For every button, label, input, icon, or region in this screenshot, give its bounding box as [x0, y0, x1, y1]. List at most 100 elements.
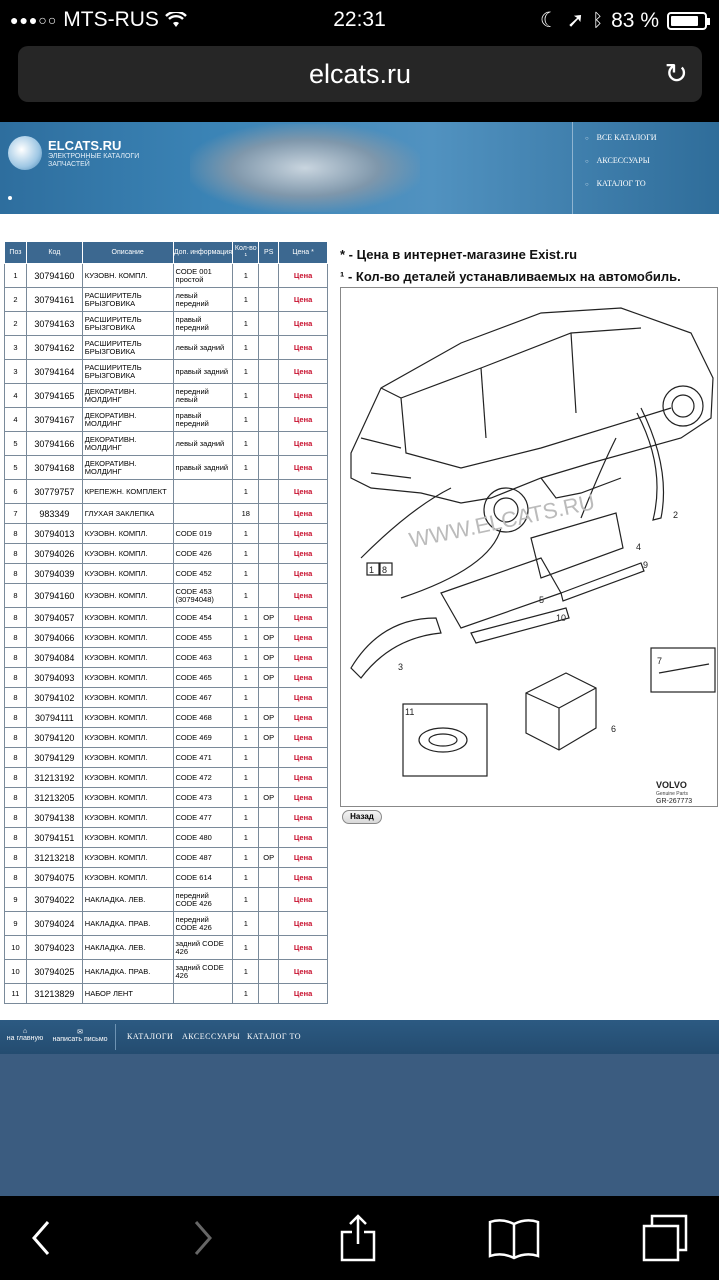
table-cell: 1	[232, 287, 260, 312]
bluetooth-icon: ᛒ	[592, 10, 604, 30]
price-link[interactable]: Цена	[278, 335, 328, 360]
table-cell	[258, 359, 280, 384]
price-link[interactable]: Цена	[278, 479, 328, 504]
price-link[interactable]: Цена	[278, 959, 328, 984]
share-icon[interactable]	[328, 1210, 388, 1266]
wifi-icon	[165, 12, 187, 27]
site-logo[interactable]: ELCATS.RU	[48, 138, 122, 153]
price-link[interactable]: Цена	[278, 707, 328, 728]
table-cell: левый передний	[172, 287, 234, 312]
price-link[interactable]: Цена	[278, 983, 328, 1004]
table-cell	[258, 335, 280, 360]
table-cell: 1	[232, 479, 260, 504]
menu-accessories[interactable]: АКСЕССУАРЫ	[573, 151, 719, 170]
price-link[interactable]: Цена	[278, 523, 328, 544]
table-cell: РАСШИРИТЕЛЬ БРЫЗГОВИКА	[81, 311, 174, 336]
price-link[interactable]: Цена	[278, 563, 328, 584]
price-link[interactable]: Цена	[278, 687, 328, 708]
price-link[interactable]: Цена	[278, 827, 328, 848]
forward-chevron-icon[interactable]	[172, 1210, 232, 1266]
column-header: Поз	[4, 241, 27, 264]
back-chevron-icon[interactable]	[12, 1210, 72, 1266]
table-cell: 1	[232, 407, 260, 432]
globe-logo-icon	[8, 136, 42, 170]
table-cell: КУЗОВН. КОМПЛ.	[81, 787, 174, 808]
table-cell: 30794075	[25, 867, 83, 888]
table-cell: 1	[232, 335, 260, 360]
price-link[interactable]: Цена	[278, 787, 328, 808]
reload-icon[interactable]: ↻	[664, 58, 688, 89]
table-cell: 30794164	[25, 359, 83, 384]
table-cell	[172, 503, 234, 524]
url-text: elcats.ru	[308, 59, 412, 89]
price-link[interactable]: Цена	[278, 503, 328, 524]
table-cell: 30794111	[25, 707, 83, 728]
price-link[interactable]: Цена	[278, 887, 328, 912]
table-cell: 1	[232, 647, 260, 668]
table-cell: КУЗОВН. КОМПЛ.	[81, 847, 174, 868]
table-cell: 5	[4, 431, 27, 456]
address-bar[interactable]: elcats.ru ↻	[18, 46, 702, 102]
price-link[interactable]: Цена	[278, 431, 328, 456]
menu-service-catalog[interactable]: КАТАЛОГ ТО	[573, 174, 719, 193]
price-link[interactable]: Цена	[278, 455, 328, 480]
footer-link-service[interactable]: КАТАЛОГ ТО	[247, 1032, 302, 1041]
back-button[interactable]: Назад	[342, 810, 382, 824]
table-cell: OP	[258, 787, 280, 808]
price-link[interactable]: Цена	[278, 667, 328, 688]
table-cell: CODE 019	[172, 523, 234, 544]
price-link[interactable]: Цена	[278, 627, 328, 648]
price-link[interactable]: Цена	[278, 311, 328, 336]
price-link[interactable]: Цена	[278, 935, 328, 960]
callout-10: 10	[556, 613, 566, 623]
price-link[interactable]: Цена	[278, 607, 328, 628]
table-cell	[258, 687, 280, 708]
price-link[interactable]: Цена	[278, 911, 328, 936]
price-link[interactable]: Цена	[278, 287, 328, 312]
table-cell: OP	[258, 707, 280, 728]
table-cell: 8	[4, 847, 27, 868]
table-cell	[258, 543, 280, 564]
price-link[interactable]: Цена	[278, 543, 328, 564]
price-link[interactable]: Цена	[278, 647, 328, 668]
table-cell: 1	[232, 263, 260, 288]
price-link[interactable]: Цена	[278, 807, 328, 828]
price-link[interactable]: Цена	[278, 407, 328, 432]
footer-mail[interactable]: ✉написать письмо	[50, 1028, 110, 1043]
table-cell	[258, 959, 280, 984]
table-cell: правый передний	[172, 311, 234, 336]
table-cell: задний CODE 426	[172, 959, 234, 984]
footer-link-accessories[interactable]: АКСЕССУАРЫ	[182, 1032, 241, 1041]
price-link[interactable]: Цена	[278, 847, 328, 868]
table-cell: 30794151	[25, 827, 83, 848]
table-cell	[258, 767, 280, 788]
table-cell: CODE 001 простой	[172, 263, 234, 288]
price-link[interactable]: Цена	[278, 359, 328, 384]
table-cell: 1	[232, 887, 260, 912]
price-link[interactable]: Цена	[278, 867, 328, 888]
menu-all-catalogs[interactable]: ВСЕ КАТАЛОГИ	[573, 128, 719, 147]
bookmarks-icon[interactable]	[484, 1210, 544, 1266]
table-cell: 30794013	[25, 523, 83, 544]
footer-link-catalogs[interactable]: КАТАЛОГИ	[127, 1032, 174, 1041]
table-cell: 1	[232, 807, 260, 828]
table-cell: 1	[232, 627, 260, 648]
footer-home[interactable]: ⌂на главную	[6, 1028, 44, 1042]
table-cell: КУЗОВН. КОМПЛ.	[81, 263, 174, 288]
price-link[interactable]: Цена	[278, 727, 328, 748]
price-link[interactable]: Цена	[278, 383, 328, 408]
browser-toolbar: elcats.ru ↻	[0, 40, 719, 122]
price-link[interactable]: Цена	[278, 747, 328, 768]
price-link[interactable]: Цена	[278, 263, 328, 288]
page-bottom-area	[0, 1054, 719, 1196]
table-cell: CODE 471	[172, 747, 234, 768]
table-cell: 30794160	[25, 263, 83, 288]
price-link[interactable]: Цена	[278, 583, 328, 608]
table-cell: КУЗОВН. КОМПЛ.	[81, 707, 174, 728]
tabs-icon[interactable]	[636, 1210, 696, 1266]
price-link[interactable]: Цена	[278, 767, 328, 788]
